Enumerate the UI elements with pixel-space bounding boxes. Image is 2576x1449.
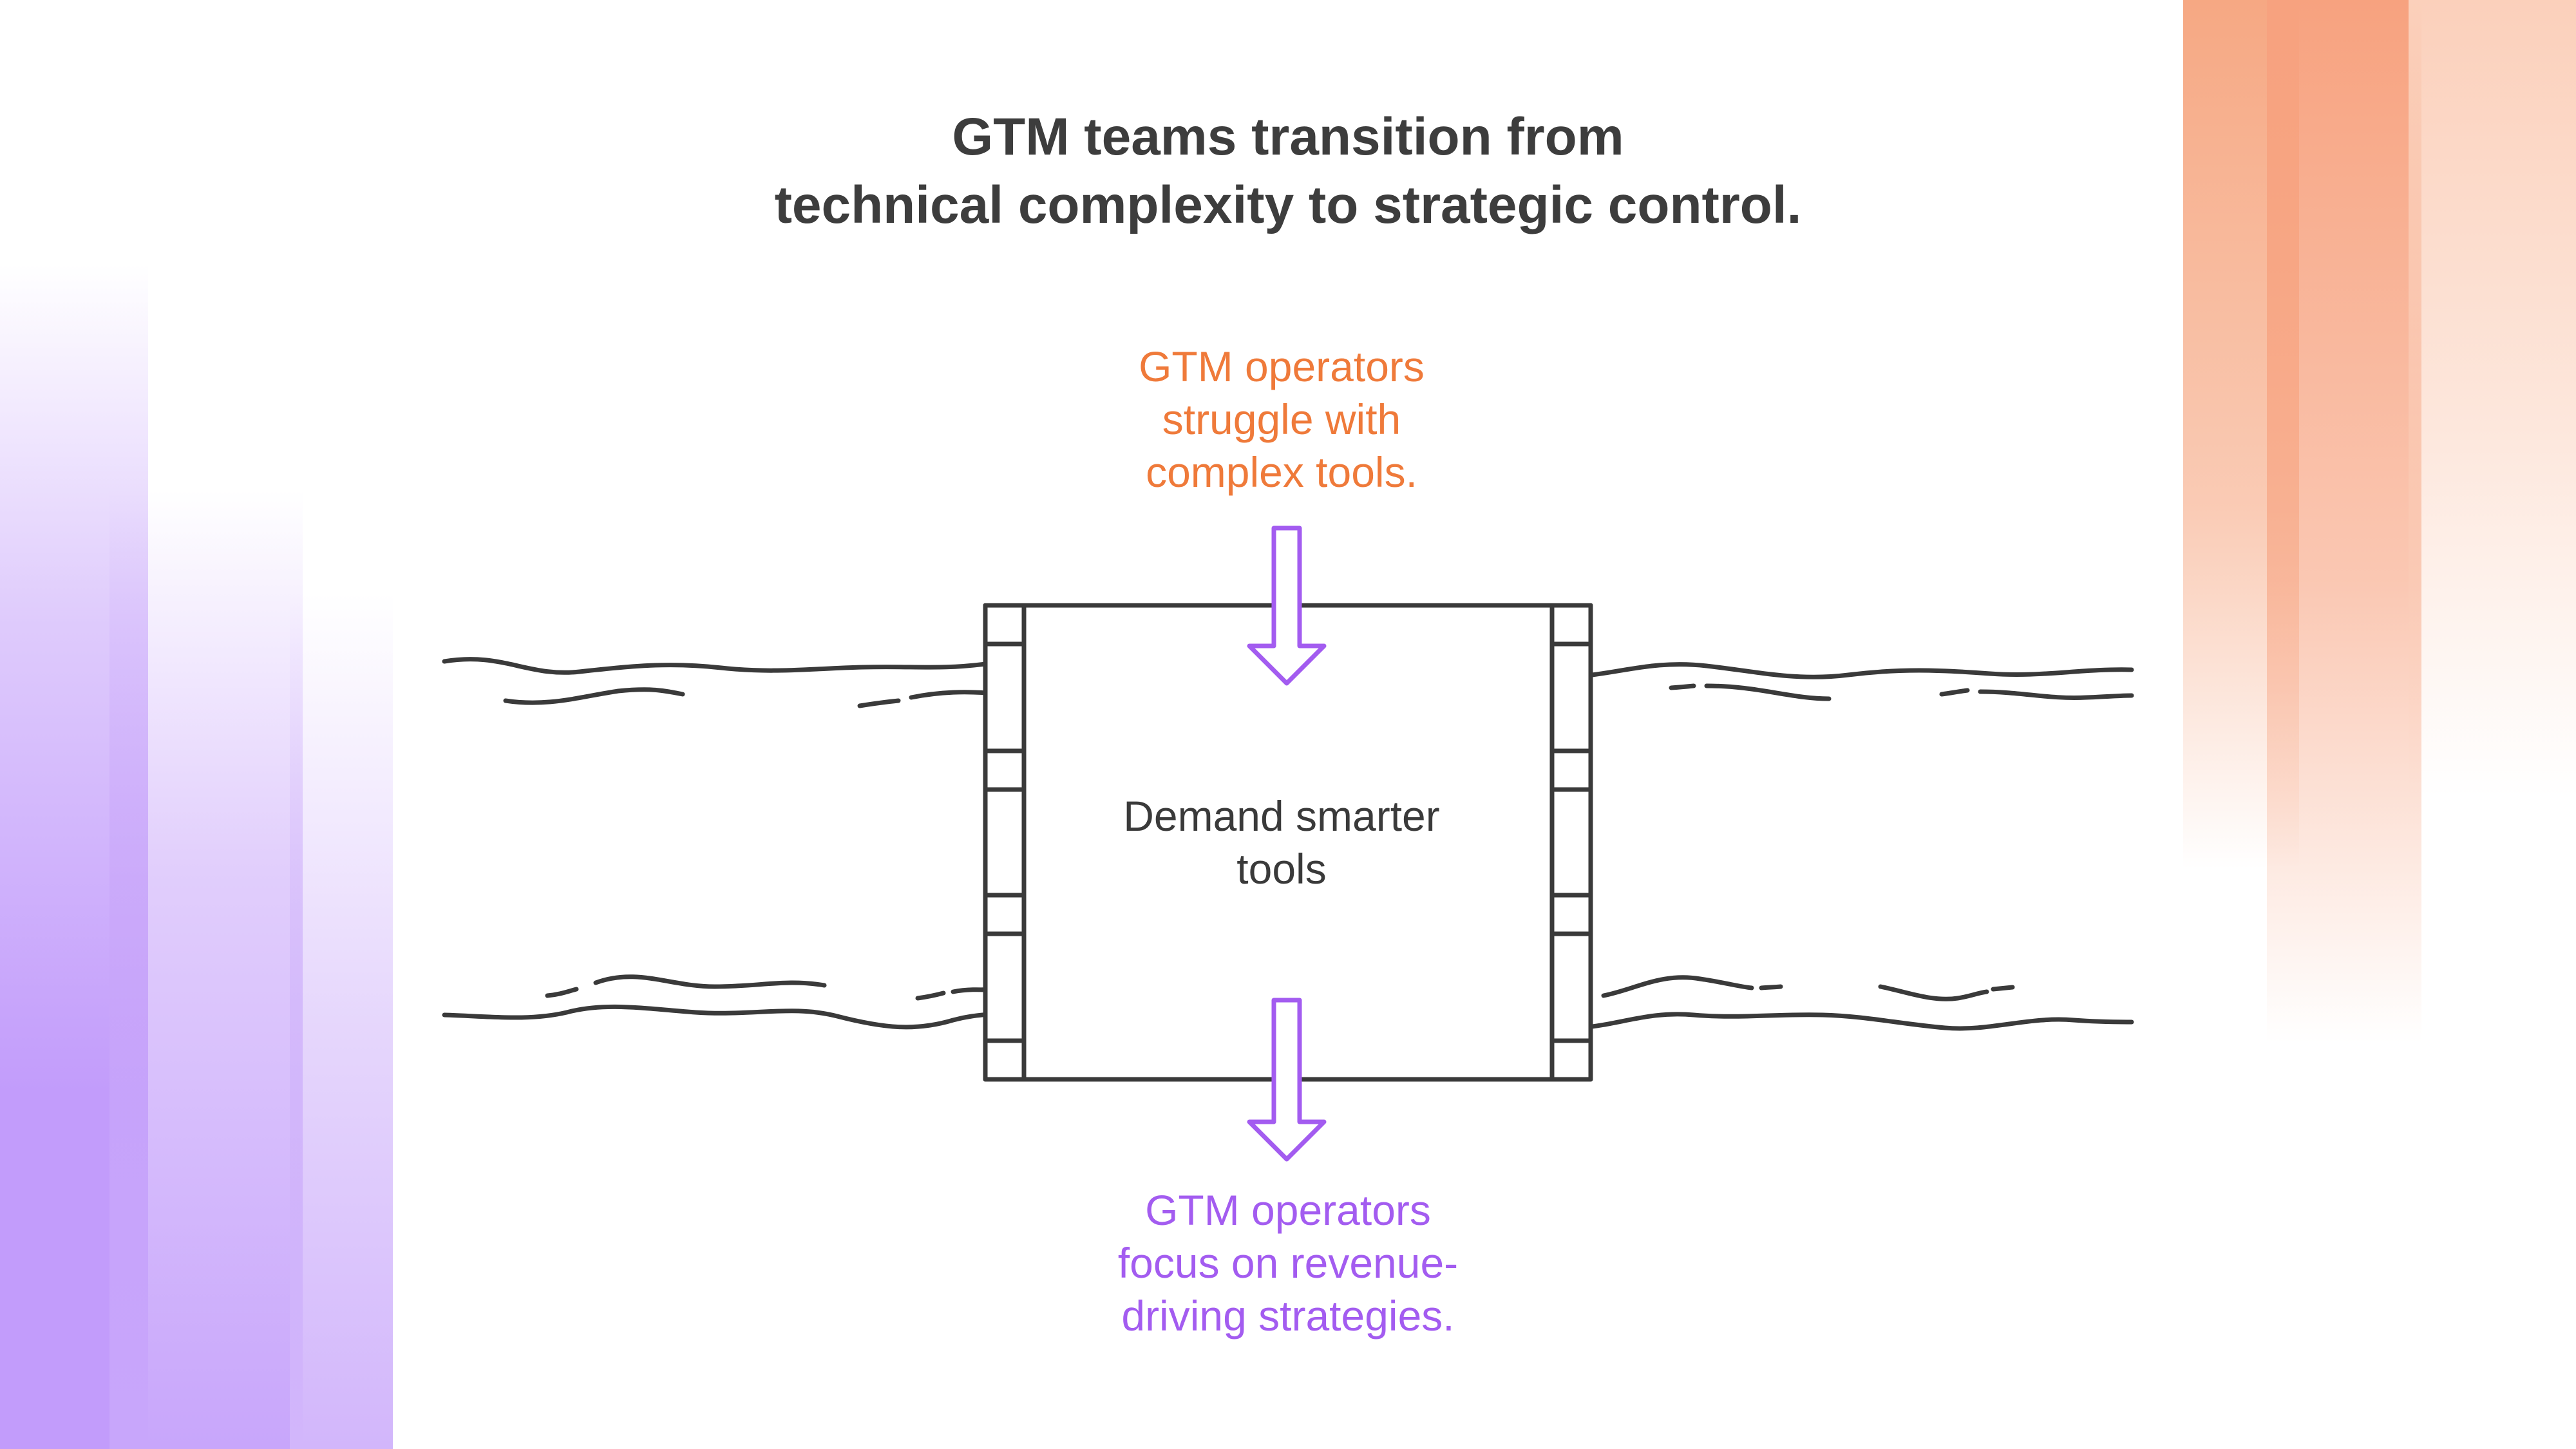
river-left-lower-ripple <box>915 990 946 1001</box>
dam-bracket <box>1549 893 1593 936</box>
left-purple-stripe <box>290 592 393 1449</box>
river-left-upper-ripple <box>857 698 901 708</box>
top-label: GTM operators struggle with complex tool… <box>1024 340 1539 498</box>
bottom-label: GTM operators focus on revenue- driving … <box>1024 1184 1552 1342</box>
center-label: Demand smarter tools <box>1056 790 1507 895</box>
river-right-upper-ripple <box>1669 683 1696 690</box>
river-left-upper-ripple <box>503 687 685 705</box>
top-label-line-3: complex tools. <box>1146 448 1417 496</box>
river-left-upper-bank <box>442 657 988 675</box>
center-label-line-1: Demand smarter <box>1123 792 1440 840</box>
dam-bracket <box>983 603 1027 647</box>
dam-bracket <box>983 748 1027 792</box>
dam-bracket <box>1549 748 1593 792</box>
left-purple-stripe <box>109 489 303 1449</box>
river-right-lower-ripple <box>1991 985 2015 992</box>
river-right-upper-bank <box>1578 662 2134 679</box>
river-left-lower-bank <box>442 1004 998 1030</box>
page-title: GTM teams transition from technical comp… <box>644 103 1932 240</box>
right-orange-stripe <box>2409 0 2576 1449</box>
dam-wall-right <box>1549 603 1593 1082</box>
river-left-lower-ripple <box>593 974 827 989</box>
bottom-label-line-2: focus on revenue- <box>1117 1239 1459 1287</box>
river-right-lower-ripple <box>1878 984 1989 1001</box>
dam-bracket <box>983 893 1027 936</box>
river-right-upper-ripple <box>1939 688 1970 697</box>
arrow-down-top-icon <box>1247 526 1327 686</box>
dam-wall-left <box>983 603 1027 1082</box>
river-left-upper-ripple <box>909 690 998 700</box>
river-right-lower-ripple <box>1601 975 1754 998</box>
dam-bracket <box>1549 1038 1593 1082</box>
title-line-1: GTM teams transition from <box>952 108 1624 166</box>
river-right-upper-ripple <box>1704 683 1832 701</box>
top-label-line-1: GTM operators <box>1139 343 1425 390</box>
right-orange-stripe <box>2267 0 2421 1449</box>
dam-bracket <box>1549 603 1593 647</box>
top-label-line-2: struggle with <box>1162 395 1401 443</box>
title-line-2: technical complexity to strategic contro… <box>774 176 1802 234</box>
arrow-down-bottom-icon <box>1247 998 1327 1162</box>
river-left-lower-ripple <box>545 987 579 998</box>
bottom-label-line-1: GTM operators <box>1145 1186 1431 1234</box>
dam-bracket <box>983 1038 1027 1082</box>
bottom-label-line-3: driving strategies. <box>1121 1292 1455 1340</box>
river-right-lower-ripple <box>1759 984 1783 990</box>
center-label-line-2: tools <box>1236 845 1327 893</box>
river-right-lower-bank <box>1578 1012 2134 1031</box>
river-right-upper-ripple <box>1978 689 2134 700</box>
